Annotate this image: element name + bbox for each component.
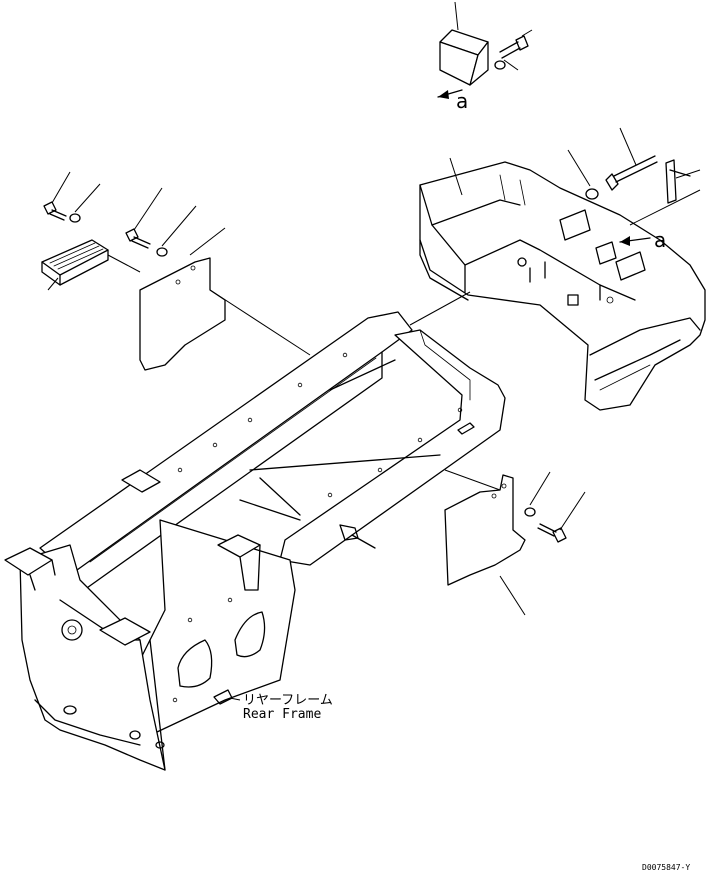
rear-frame bbox=[4, 311, 506, 771]
step-bolts bbox=[43, 171, 197, 257]
view-marker-counterweight: a bbox=[619, 228, 666, 252]
drawing-number: D0075847-Y bbox=[642, 863, 690, 872]
step-pad bbox=[41, 239, 141, 291]
rear-frame-label: リヤーフレーム Rear Frame bbox=[229, 693, 333, 722]
cover-box: a bbox=[437, 1, 533, 113]
counterweight bbox=[409, 127, 706, 411]
rear-frame-label-en: Rear Frame bbox=[243, 707, 321, 722]
rear-frame-label-jp: リヤーフレーム bbox=[243, 693, 333, 708]
view-marker-label-top: a bbox=[456, 89, 468, 113]
right-cover-plate-lower bbox=[444, 469, 586, 616]
left-cover-plate-upper bbox=[139, 227, 311, 371]
view-marker-label-counterweight: a bbox=[654, 228, 666, 252]
